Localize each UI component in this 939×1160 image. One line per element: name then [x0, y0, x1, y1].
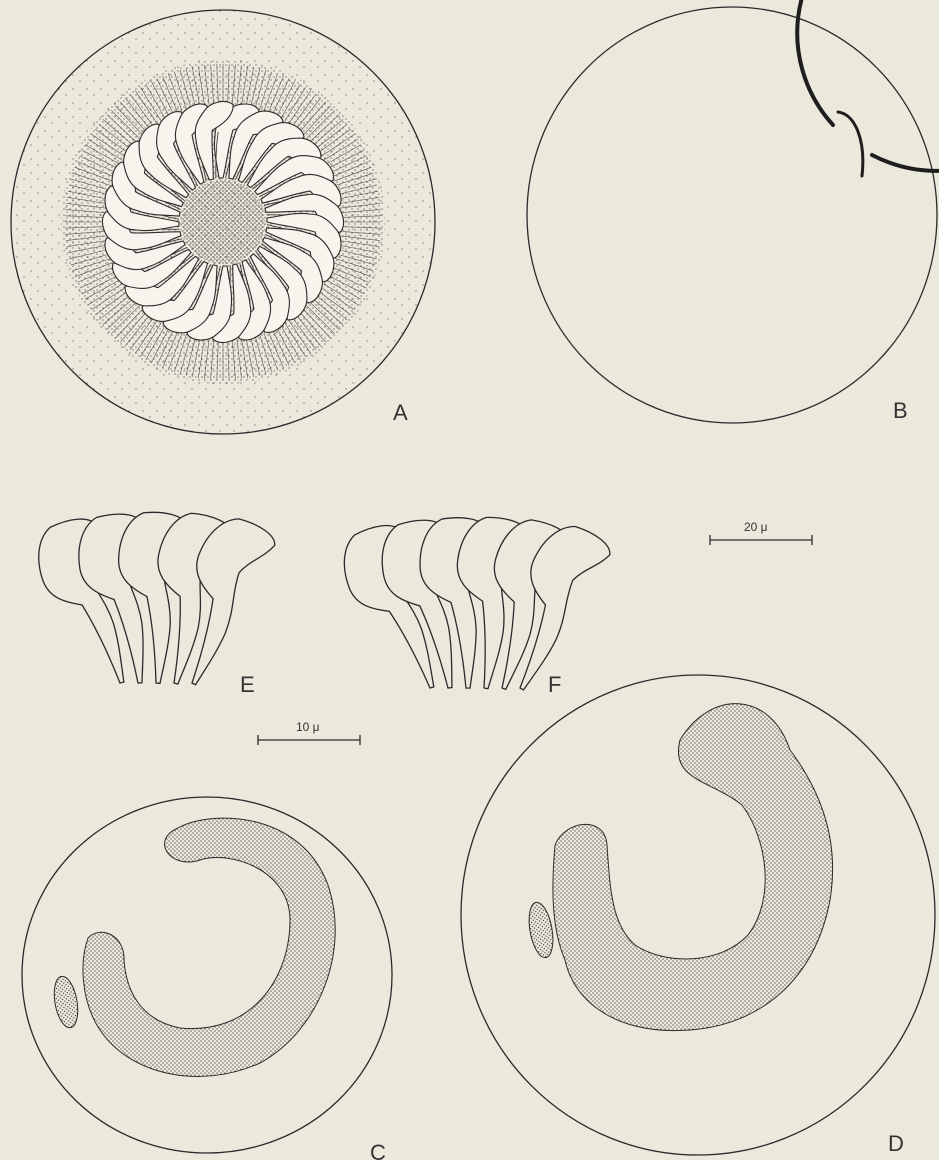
- panel-a-label: A: [393, 400, 408, 425]
- panel-f-label: F: [548, 672, 561, 697]
- scale-bar-10-label: 10 μ: [296, 720, 320, 734]
- panel-c-small-body: [51, 974, 82, 1029]
- panel-c-sporoplasm-band: [83, 818, 335, 1076]
- scale-bar-20: 20 μ: [710, 520, 812, 545]
- scale-bar-20-label: 20 μ: [744, 520, 768, 534]
- panel-b-coiled-thread: [797, 0, 939, 171]
- panel-f: F: [335, 511, 615, 702]
- panel-a: A: [11, 10, 435, 434]
- panel-d-sporoplasm-band: [553, 704, 833, 1031]
- panel-e: E: [30, 506, 279, 697]
- panel-c-label: C: [370, 1140, 386, 1160]
- panel-b-thread-end: [838, 112, 863, 176]
- panel-a-central-mass: [181, 180, 265, 264]
- panel-b-outer-wall: [527, 7, 937, 423]
- panel-b: B: [527, 0, 939, 423]
- panel-d-small-body: [525, 901, 556, 960]
- panel-e-label: E: [240, 672, 255, 697]
- panel-b-label: B: [893, 398, 908, 423]
- panel-c: C: [22, 797, 392, 1160]
- panel-d: D: [461, 675, 935, 1156]
- scale-bar-10: 10 μ: [258, 720, 360, 745]
- panel-d-label: D: [888, 1131, 904, 1156]
